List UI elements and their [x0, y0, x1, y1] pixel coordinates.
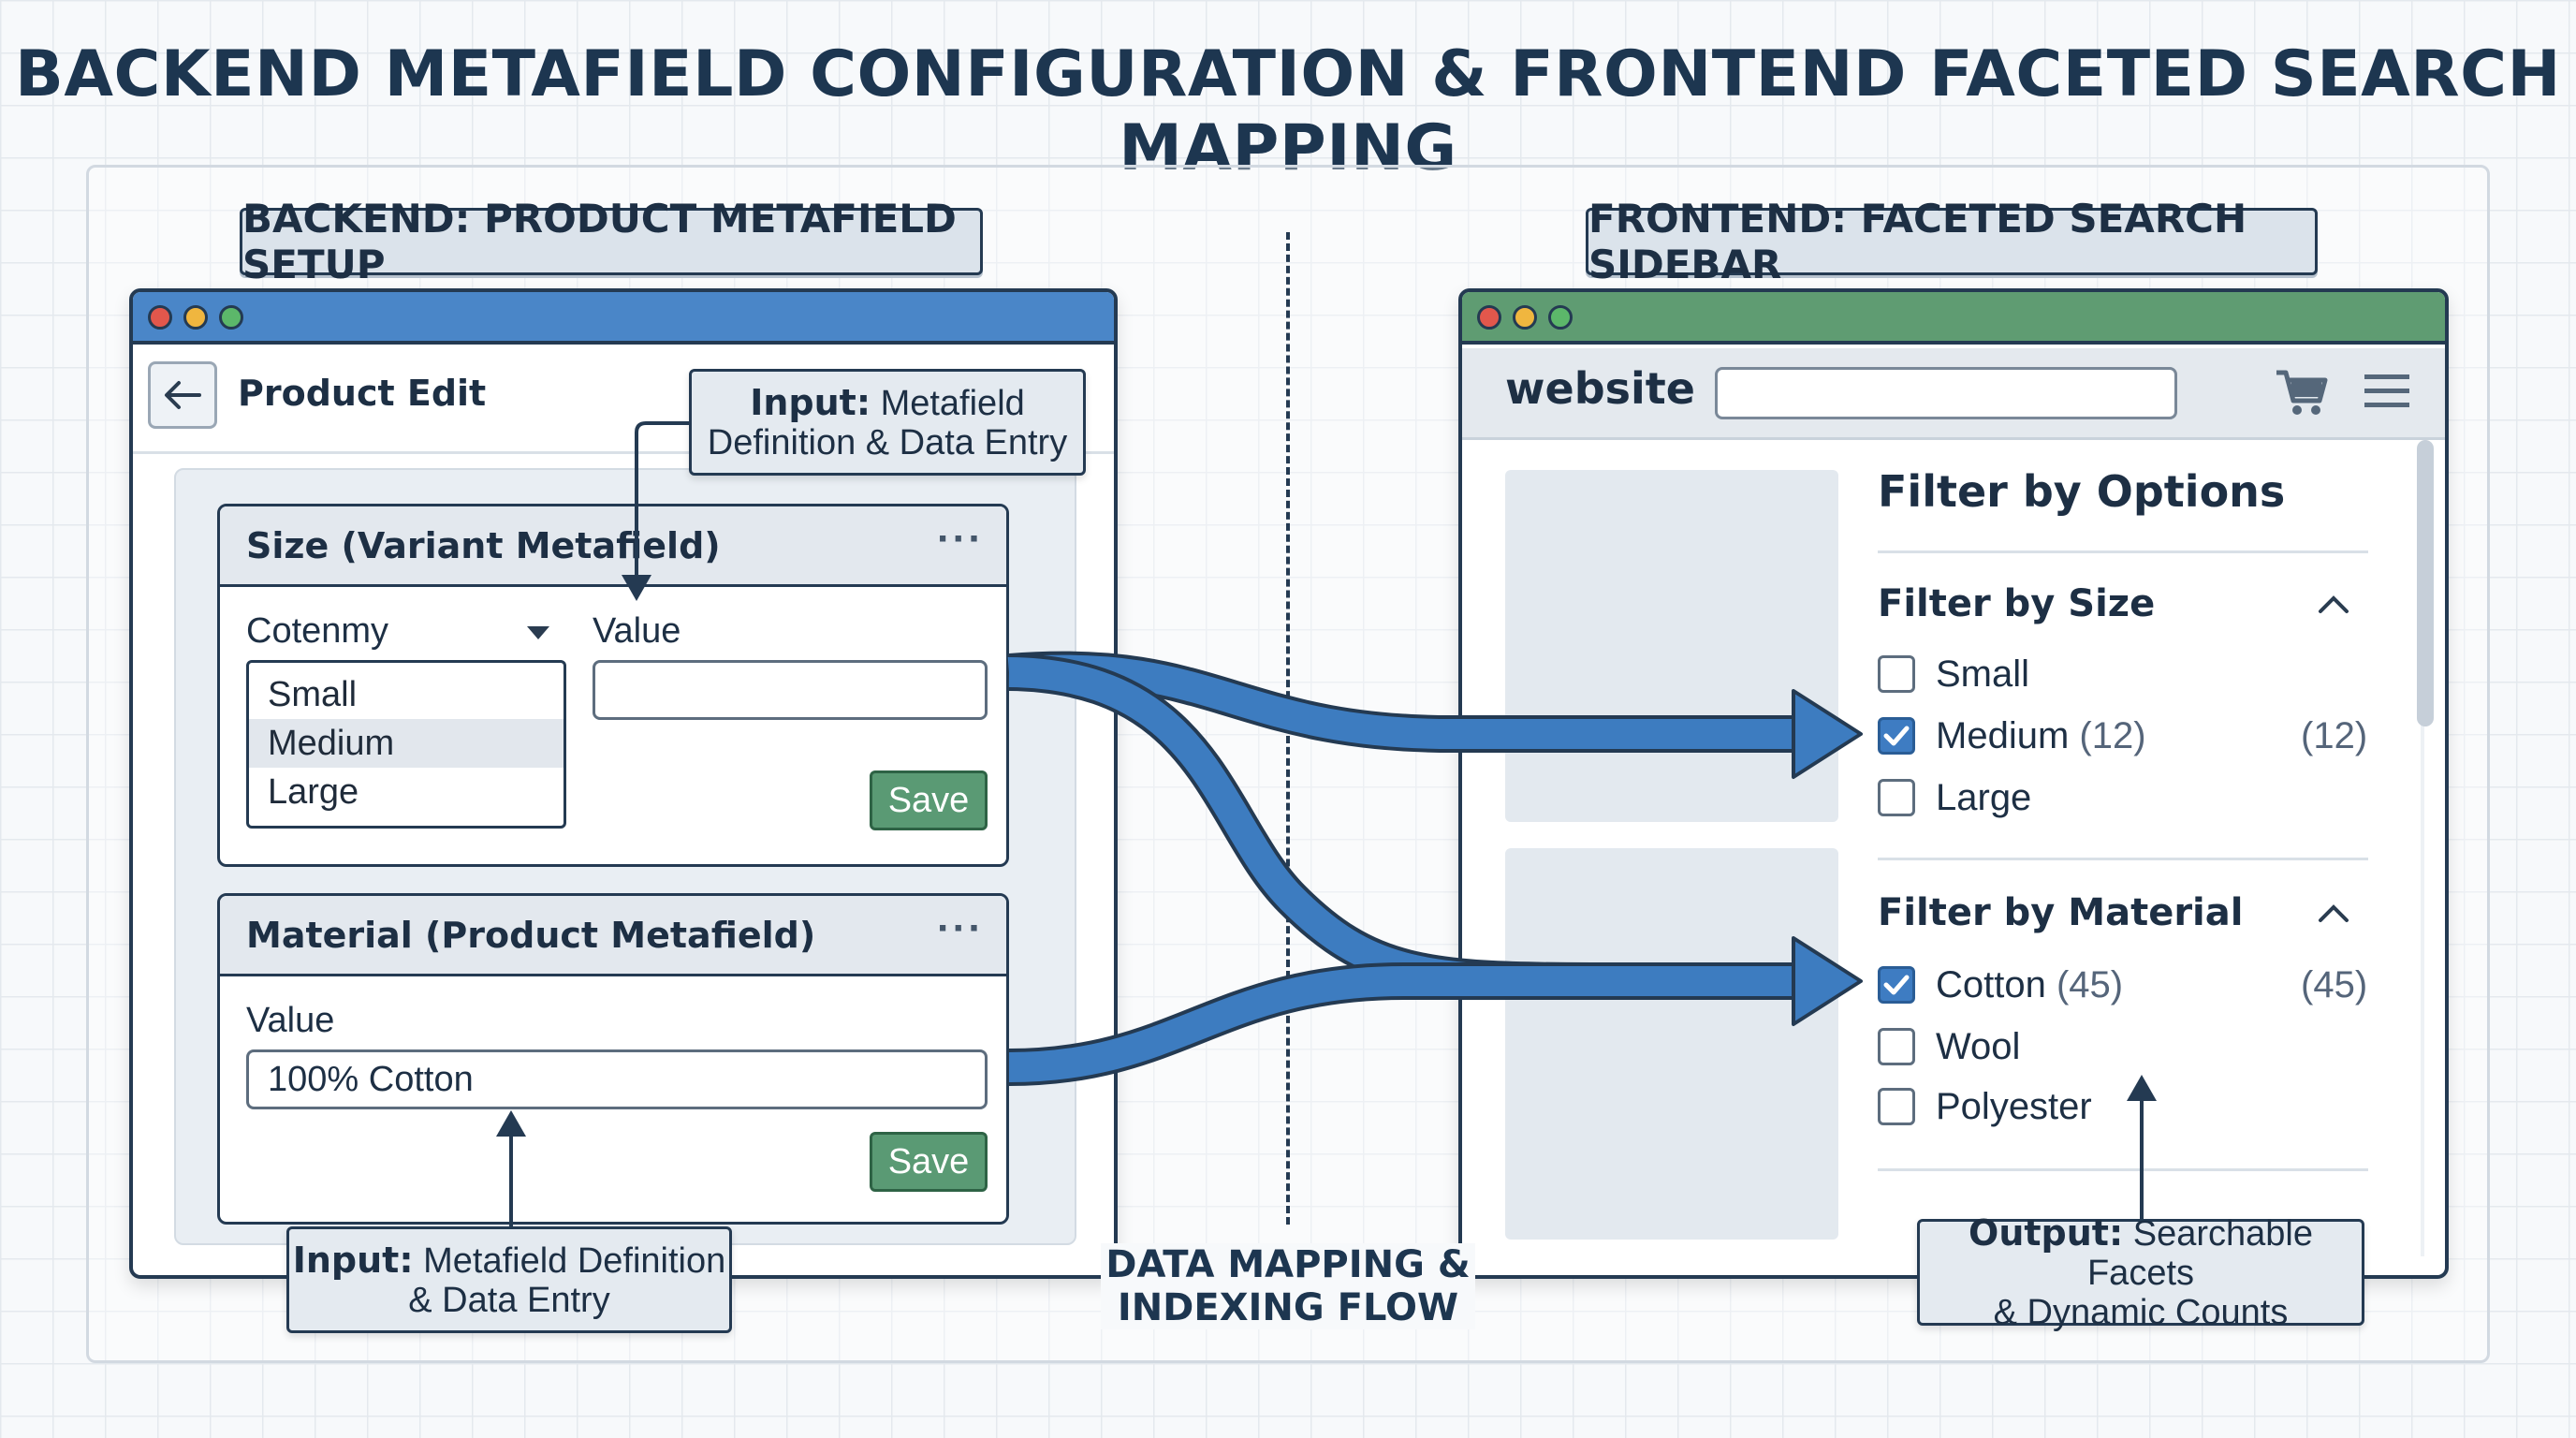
product-card-placeholder[interactable]	[1505, 848, 1838, 1240]
maximize-dot[interactable]	[1548, 305, 1573, 330]
scrollbar-track	[2421, 442, 2424, 1256]
flow-label: DATA MAPPING & INDEXING FLOW	[1101, 1243, 1475, 1329]
facet-count: (12)	[2301, 715, 2368, 756]
close-dot[interactable]	[148, 305, 172, 330]
size-option-highlighted[interactable]: Medium	[249, 719, 564, 768]
maximize-dot[interactable]	[219, 305, 243, 330]
flow-label-line: INDEXING FLOW	[1117, 1286, 1459, 1329]
size-metafield-panel: Size (Variant Metafield) ··· Cotenmy Val…	[217, 504, 1009, 867]
callout-pointer-output	[2127, 1075, 2157, 1219]
sidebar-title: Filter by Options	[1878, 466, 2286, 517]
size-option[interactable]: Small	[268, 674, 358, 714]
check-icon	[1883, 726, 1910, 746]
facet-checkbox[interactable]	[1878, 1028, 1915, 1065]
backend-input-callout-top: Input: Metafield Definition & Data Entry	[689, 369, 1086, 476]
site-logo[interactable]: website	[1505, 363, 1695, 414]
size-value-label: Value	[593, 611, 681, 651]
back-button[interactable]	[148, 361, 217, 429]
size-panel-header: Size (Variant Metafield) ···	[220, 506, 1006, 587]
facet-checkbox[interactable]	[1878, 655, 1915, 693]
material-save-button[interactable]: Save	[870, 1132, 988, 1192]
callout-pointer-top	[622, 421, 691, 601]
size-options-list: Small Medium Large	[246, 660, 566, 829]
facet-inline-count: (45)	[2056, 964, 2124, 1005]
facet-group-title-size[interactable]: Filter by Size	[1878, 582, 2156, 625]
facet-option-text: Medium	[1936, 715, 2070, 756]
facet-count: (45)	[2301, 964, 2368, 1005]
facet-checkbox[interactable]	[1878, 1088, 1915, 1125]
cart-icon[interactable]	[2275, 367, 2329, 418]
site-search-input[interactable]	[1715, 367, 2177, 419]
callout-line: & Dynamic Counts	[1993, 1292, 2289, 1332]
facet-inline-count: (12)	[2079, 715, 2146, 756]
callout-bold: Input:	[292, 1239, 414, 1281]
callout-line: & Data Entry	[408, 1280, 610, 1320]
sidebar-divider	[1878, 550, 2368, 553]
chevron-up-icon[interactable]	[2318, 902, 2349, 923]
sidebar-divider	[1878, 1168, 2368, 1171]
facet-option-text: Cotton	[1936, 964, 2046, 1005]
close-dot[interactable]	[1477, 305, 1501, 330]
facet-checkbox-checked[interactable]	[1878, 717, 1915, 755]
facet-option-label[interactable]: Medium (12)	[1936, 715, 2146, 757]
facet-checkbox[interactable]	[1878, 779, 1915, 816]
callout-bold: Output:	[1969, 1211, 2124, 1254]
back-arrow-icon	[165, 381, 201, 409]
flow-label-line: DATA MAPPING &	[1105, 1243, 1471, 1286]
size-save-button[interactable]: Save	[870, 770, 988, 830]
material-panel-title: Material (Product Metafield)	[246, 915, 816, 956]
flow-arrow-material	[1008, 936, 1863, 1086]
ellipsis-icon[interactable]: ···	[937, 516, 984, 562]
material-panel-header: Material (Product Metafield) ···	[220, 896, 1006, 976]
facet-option-label[interactable]: Large	[1936, 777, 2032, 818]
callout-line: Metafield	[880, 383, 1025, 423]
minimize-dot[interactable]	[183, 305, 208, 330]
scrollbar-thumb[interactable]	[2417, 440, 2434, 726]
facet-option-label[interactable]: Polyester	[1936, 1086, 2092, 1127]
material-value-label: Value	[246, 1001, 335, 1040]
size-value-input[interactable]	[593, 660, 988, 720]
size-panel-title: Size (Variant Metafield)	[246, 525, 721, 566]
frontend-output-callout: Output: Searchable Facets & Dynamic Coun…	[1917, 1213, 2364, 1332]
page-title: Product Edit	[238, 373, 487, 414]
hamburger-menu-icon[interactable]	[2363, 371, 2411, 412]
callout-line: Searchable Facets	[2086, 1213, 2313, 1293]
facet-group-title-material[interactable]: Filter by Material	[1878, 891, 2244, 934]
callout-bold: Input:	[750, 381, 871, 423]
size-option[interactable]: Large	[268, 771, 359, 812]
diagram-title: BACKEND METAFIELD CONFIGURATION & FRONTE…	[15, 37, 2561, 185]
sidebar-divider	[1878, 858, 2368, 860]
material-metafield-panel: Material (Product Metafield) ··· Value 1…	[217, 893, 1009, 1225]
backend-titlebar	[133, 292, 1114, 345]
ellipsis-icon[interactable]: ···	[937, 905, 984, 951]
header-divider	[133, 451, 1114, 454]
facet-checkbox-checked[interactable]	[1878, 966, 1915, 1004]
frontend-titlebar	[1462, 292, 2445, 345]
check-icon	[1883, 975, 1910, 995]
callout-line: Definition & Data Entry	[707, 422, 1068, 462]
callout-pointer-bottom	[496, 1110, 526, 1226]
callout-line: Metafield Definition	[423, 1240, 726, 1281]
backend-input-callout-bottom: Input: Metafield Definition & Data Entry	[286, 1226, 732, 1333]
facet-option-label[interactable]: Small	[1936, 653, 2030, 695]
chevron-down-icon[interactable]	[525, 624, 551, 641]
chevron-up-icon[interactable]	[2318, 594, 2349, 614]
frontend-window: website Filter by Options Filter by Size…	[1458, 288, 2449, 1279]
minimize-dot[interactable]	[1513, 305, 1537, 330]
dropdown-label: Cotenmy	[246, 611, 389, 651]
facet-option-label[interactable]: Cotton (45)	[1936, 964, 2123, 1006]
facet-option-label[interactable]: Wool	[1936, 1026, 2021, 1067]
material-value-input[interactable]: 100% Cotton	[246, 1049, 988, 1109]
product-card-placeholder[interactable]	[1505, 470, 1838, 822]
